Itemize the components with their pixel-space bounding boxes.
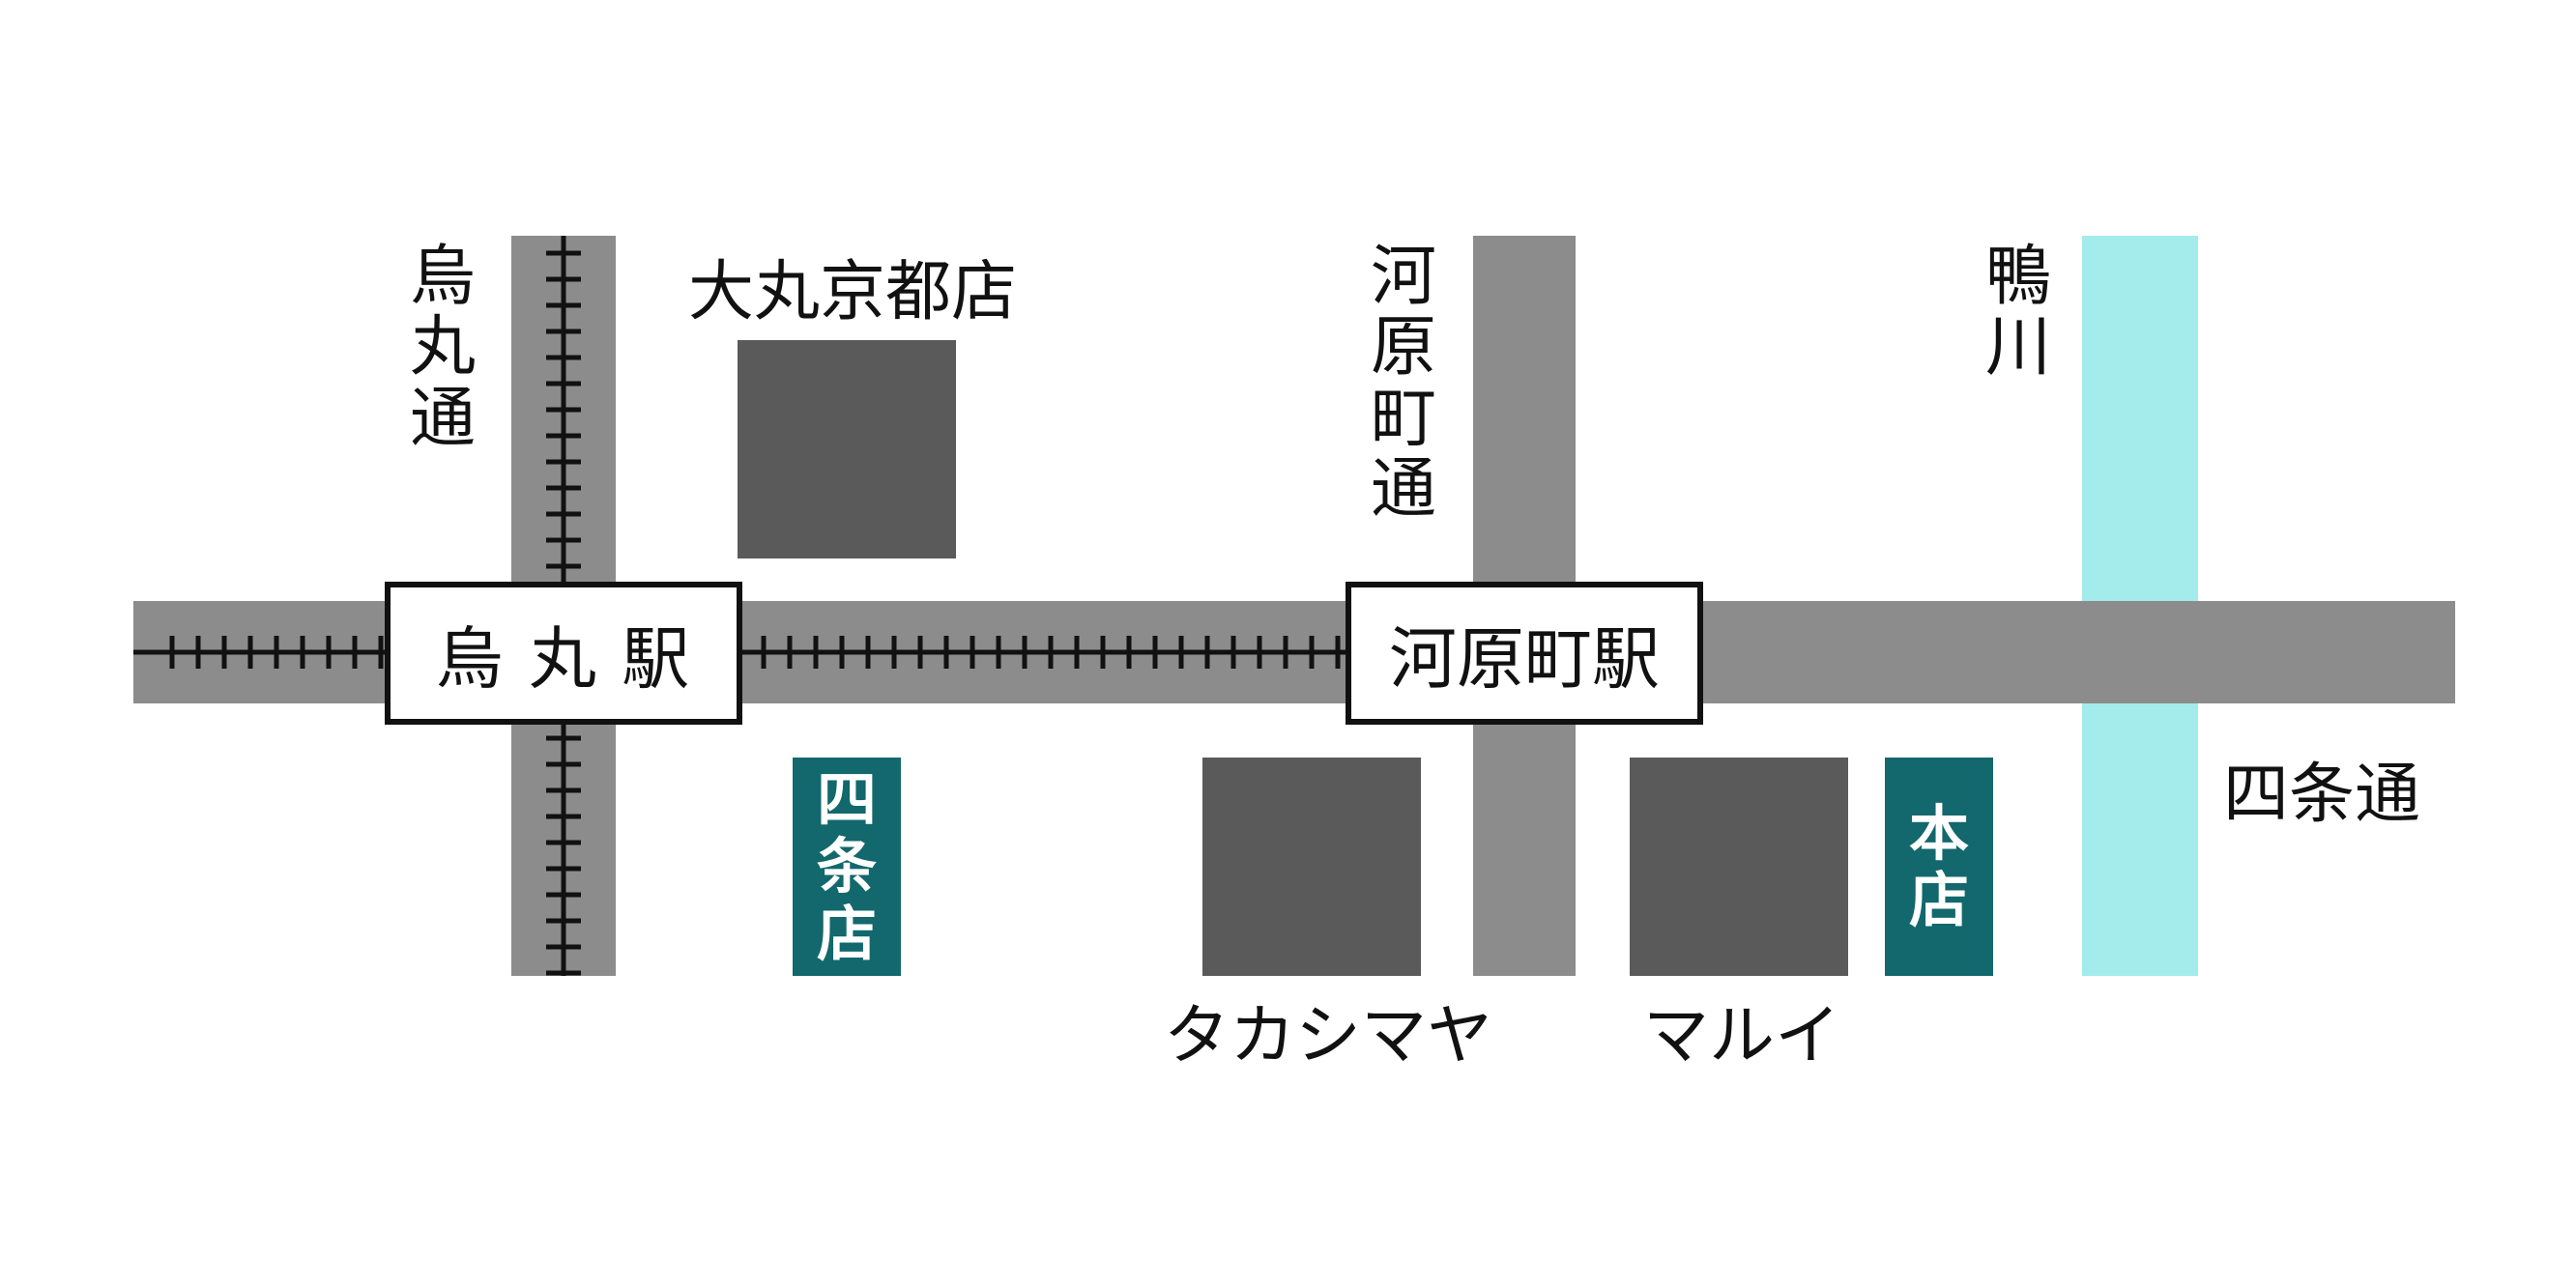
daimaru-label: 大丸京都店 [688, 254, 1018, 330]
karasuma-dori-label: 烏丸通 [409, 239, 476, 457]
marui-label: マルイ [1643, 998, 1841, 1074]
takashimaya-label: タカシマヤ [1164, 998, 1493, 1074]
shijo-dori-label: 四条通 [2223, 757, 2421, 833]
shijo-store-marker[interactable]: 四条店 [793, 758, 901, 976]
kawaramachi-station-label: 河原町駅 [1389, 618, 1660, 699]
kawaramachi-station[interactable]: 河原町駅 [1346, 582, 1703, 725]
honten-store-label: 本店 [1908, 797, 1969, 935]
kamo-river-label: 鴨川 [1984, 239, 2051, 386]
shijo-store-label: 四条店 [816, 763, 877, 969]
karasuma-station[interactable]: 烏 丸 駅 [385, 582, 742, 725]
hankyu-rail-line [133, 636, 1353, 669]
karasuma-station-label: 烏 丸 駅 [435, 618, 692, 699]
takashimaya-building [1202, 758, 1421, 976]
kawaramachi-dori-label: 河原町通 [1370, 239, 1436, 529]
daimaru-building [738, 340, 956, 558]
marui-building [1630, 758, 1848, 976]
honten-store-marker[interactable]: 本店 [1885, 758, 1993, 976]
shijo-ohashi-bridge [2082, 601, 2198, 703]
